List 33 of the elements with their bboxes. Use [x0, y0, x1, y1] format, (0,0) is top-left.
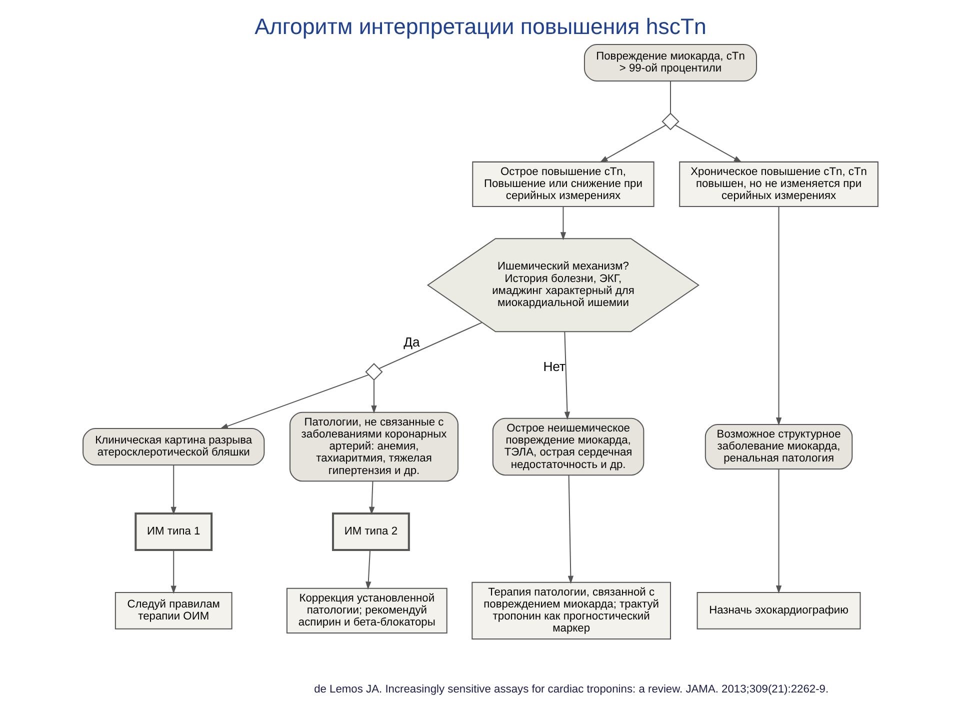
caption: de Lemos JA. Increasingly sensitive assays for cardiac troponins: a review. JAMA. 2013;309(21):2262-9.: [314, 683, 828, 696]
node-box: Острое повышение cTn, Повышение или снижение при серийных измерениях: [472, 161, 654, 207]
node-box: Повреждение миокарда, cTn > 99-ой процентили: [583, 44, 757, 82]
node-box: Следуй правилам терапии ОИМ: [114, 592, 232, 630]
arrow: [775, 469, 782, 594]
arrow: [370, 380, 376, 414]
node-box: Клиническая картина разрыва атеросклеротической бляшки: [82, 428, 264, 466]
node-box: Патологии, не связанные с заболеваниями коронарных артерий: анемия, тахиаритмия, тяжелая гипертензия и др.: [289, 412, 458, 482]
connector: [378, 322, 482, 370]
node-box: ИМ типа 1: [134, 512, 212, 551]
node-box: Коррекция установленной патологии; рекомендуй аспирин и бета-блокаторы: [286, 588, 447, 634]
edge-label: Да: [403, 334, 420, 350]
arrow: [567, 475, 574, 584]
node-box: Назначь эхокардиографию: [696, 592, 860, 630]
node-box: Возможное структурное заболевание миокарда, ренальная патология: [704, 424, 852, 470]
edge-label: Нет: [542, 359, 566, 374]
arrow: [564, 331, 570, 420]
diagram-title: Алгоритм интерпретации повышения hscTn: [254, 14, 706, 40]
arrow: [599, 124, 666, 163]
node-diamond: [661, 112, 679, 130]
arrow: [775, 206, 782, 426]
arrow: [219, 374, 368, 429]
node-box: Острое неишемическое повреждение миокарда, ТЭЛА, острая сердечная недостаточность и др.: [492, 418, 644, 476]
arrow: [170, 550, 176, 594]
arrow: [560, 206, 566, 240]
arrow: [674, 124, 742, 163]
node-diamond: [364, 363, 382, 381]
node-box: Терапия патологии, связанной с повреждением миокарда; трактуй тропонин как прогностический маркер: [471, 582, 670, 640]
node-box: ИМ типа 2: [332, 512, 410, 551]
arrow: [368, 482, 374, 515]
node-box: Хроническое повышение cTn, cTn повышен, но не изменяется при серийных измерениях: [678, 161, 878, 207]
arrow: [365, 550, 371, 590]
arrow: [170, 465, 176, 515]
